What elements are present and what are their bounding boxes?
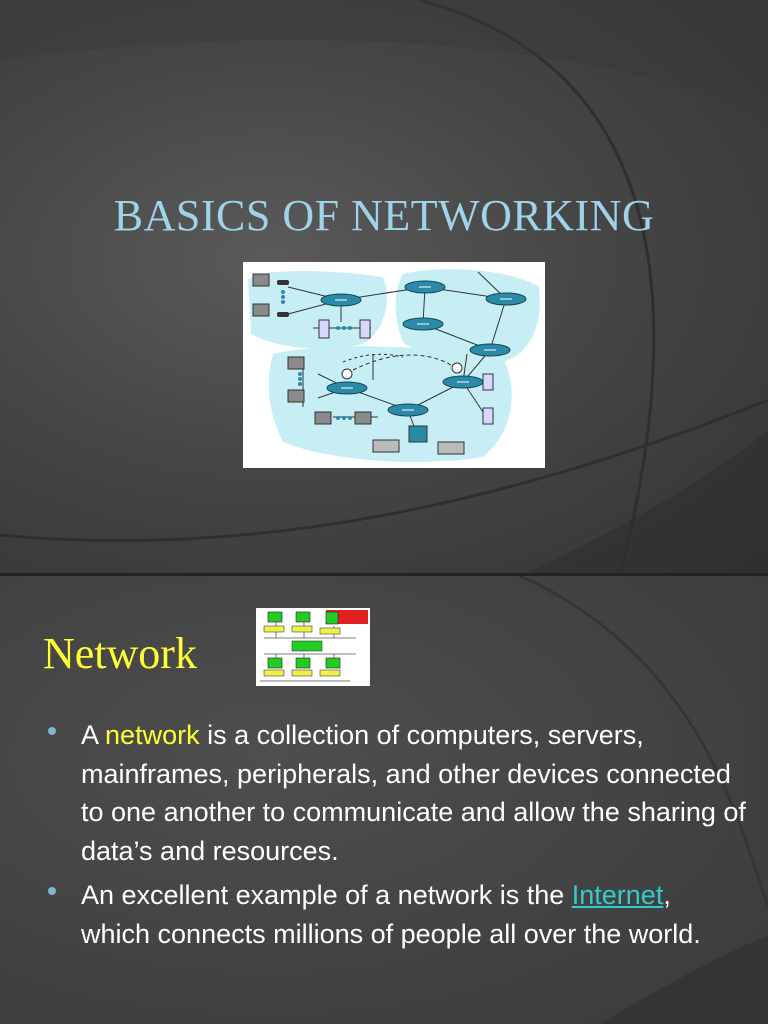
- bullet-internet-example: An excellent example of a network is the…: [46, 876, 746, 953]
- bullet-text: , which connects millions of people all …: [81, 880, 701, 949]
- background-swoosh: [0, 0, 768, 576]
- lan-computers-icon: [260, 610, 368, 682]
- highlighted-term: network: [105, 720, 200, 750]
- bullet-text: A: [81, 720, 106, 750]
- slide-title: BASICS OF NETWORKING: [0, 0, 768, 576]
- network-diagram-image: [243, 262, 545, 468]
- bullet-list: A network is a collection of computers, …: [46, 716, 746, 959]
- background-swoosh: [519, 576, 768, 1024]
- slide-divider: [0, 573, 768, 576]
- bullet-text: An excellent example of a network is the: [81, 880, 572, 910]
- slide-network: Network: [0, 576, 768, 1024]
- slide-heading: Network: [43, 629, 197, 678]
- lan-thumbnail-image: [256, 608, 370, 686]
- internet-link[interactable]: Internet: [571, 880, 664, 910]
- bullet-network-definition: A network is a collection of computers, …: [46, 716, 746, 870]
- network-topology-icon: [248, 269, 540, 462]
- bullet-dot-icon: [48, 727, 56, 735]
- bullet-text: is a collection of computers, servers, m…: [81, 720, 746, 866]
- bullet-dot-icon: [48, 887, 56, 895]
- slide-title-heading: BASICS OF NETWORKING: [113, 191, 655, 240]
